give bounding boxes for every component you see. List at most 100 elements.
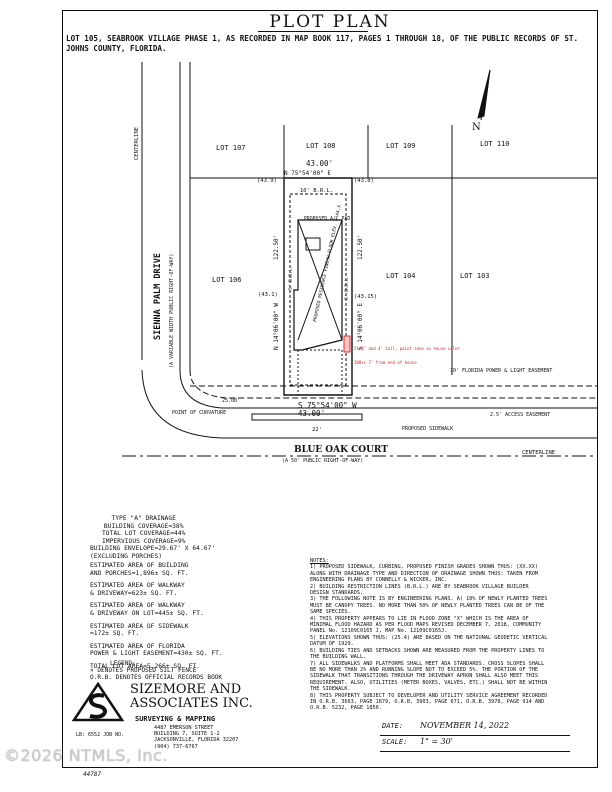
- lot-106: LOT 106: [212, 276, 242, 284]
- legend-item: O.R.B. DENOTES OFFICIAL RECORDS BOOK: [90, 674, 223, 682]
- area-line: & DRIVEWAY=623± SQ. FT.: [90, 589, 178, 597]
- area-line: POWER & LIGHT EASEMENT=430± SQ. FT.: [90, 650, 223, 658]
- building-envelope: BUILDING ENVELOPE=29.67' X 64.67' (EXCLU…: [90, 545, 215, 560]
- elev-ml: (43.1): [258, 292, 278, 298]
- company-block: SIZEMORE AND ASSOCIATES INC. SURVEYING &…: [70, 676, 320, 766]
- lot-108: LOT 108: [306, 142, 336, 150]
- legal-description: LOT 105, SEABROOK VILLAGE PHASE 1, AS RE…: [66, 34, 579, 53]
- area-line: =172± SQ. FT.: [90, 630, 140, 638]
- lot-109: LOT 109: [386, 142, 416, 150]
- date-scale-box: DATE: NOVEMBER 14, 2022 SCALE: 1" = 30': [380, 720, 570, 752]
- company-tagline: SURVEYING & MAPPING: [135, 715, 216, 723]
- envelope-line: (EXCLUDING PORCHES): [90, 552, 163, 560]
- centerline-bottom: CENTERLINE: [522, 450, 555, 456]
- coverage-line: TOTAL LOT COVERAGE=44%: [102, 530, 186, 538]
- company-name-line: ASSOCIATES INC.: [130, 696, 253, 711]
- lot-103: LOT 103: [460, 272, 490, 280]
- area-line: ESTIMATED AREA OF FLORIDA: [90, 642, 185, 650]
- coverage-line: BUILDING COVERAGE=38%: [103, 522, 184, 530]
- page-title: PLOT PLAN: [269, 12, 391, 32]
- scale-value: 1" = 30': [420, 737, 453, 746]
- sheet-border: [62, 10, 598, 768]
- north-arrow-icon: [477, 69, 491, 119]
- coverage-line: IMPERVIOUS COVERAGE=9%: [102, 537, 186, 545]
- license-number: LB: 6552 JOB NO.: [76, 732, 125, 738]
- street-left: SIENNA PALM DRIVE: [153, 253, 163, 340]
- coverage-block: TYPE "A" DRAINAGE BUILDING COVERAGE=38% …: [102, 515, 185, 545]
- street-bottom: BLUE OAK COURT: [294, 445, 388, 455]
- lot-107: LOT 107: [216, 144, 246, 152]
- job-number: 44787: [83, 771, 102, 778]
- elev-tl: (43.9): [257, 178, 277, 184]
- title-underline: [258, 31, 368, 32]
- date-value: NOVEMBER 14, 2022: [420, 721, 510, 730]
- company-address: 4487 EMERSON STREET BUILDING 7, SUITE 1-…: [154, 725, 238, 750]
- note-item: 8) THIS PROPERTY SUBJECT TO DEVELOPER AN…: [310, 692, 548, 712]
- bottom-dim: 43.00': [298, 409, 325, 418]
- legend-item: × DENOTES PROPOSED SILT FENCE: [90, 667, 197, 675]
- note-item: 1) PROPOSED SIDEWALK, CURBING, PROPOSED …: [310, 564, 538, 584]
- north-label: N: [472, 122, 481, 133]
- red-annotation-2: 100sc 7' from end of house: [354, 360, 417, 365]
- red-annotation: 5'x8' and 4' tall, paint sone as house c…: [354, 346, 461, 351]
- note-item: 4) THIS PROPERTY APPEARS TO LIE IN FLOOD…: [310, 615, 542, 635]
- brl-rear: 10' B.R.L.: [300, 188, 333, 194]
- envelope-line: BUILDING ENVELOPE=29.67' X 64.67': [90, 545, 216, 552]
- date-label: DATE:: [382, 722, 404, 730]
- top-dim: 43.00': [306, 159, 333, 168]
- elev-tr: (43.8): [354, 178, 374, 184]
- top-bearing: N 75°54'00" E: [284, 170, 331, 177]
- scale-row: SCALE: 1" = 30': [380, 736, 570, 752]
- lot-104: LOT 104: [386, 272, 416, 280]
- centerline-top: CENTERLINE: [134, 127, 140, 160]
- date-row: DATE: NOVEMBER 14, 2022: [380, 720, 570, 736]
- company-name-line: SIZEMORE AND: [130, 682, 242, 697]
- sidewalk-label: PROPOSED SIDEWALK: [402, 426, 453, 432]
- legend-title: LEGEND:: [110, 660, 136, 667]
- total-lot-area: TOTAL LOT AREA=5,266± SQ. FT.: [90, 662, 200, 670]
- notes-title: NOTES:: [310, 558, 329, 564]
- brl-side-l: 5' B.R.L.: [288, 266, 294, 290]
- address-line: 4487 EMERSON STREET: [154, 725, 214, 731]
- estimated-areas: ESTIMATED AREA OF BUILDING AND PORCHES=1…: [90, 562, 223, 671]
- access-easement: 2.5' ACCESS EASEMENT: [490, 412, 550, 418]
- note-item: 7) ALL SIDEWALKS AND PLATFORMS SHALL MEE…: [310, 660, 548, 693]
- address-line: (904) 737-6767: [154, 743, 198, 750]
- street-bottom-sub: (A 50' PUBLIC RIGHT-OF-WAY): [282, 458, 363, 464]
- dim-22: 22': [312, 427, 322, 433]
- scale-label: SCALE:: [382, 738, 408, 746]
- area-line: AND PORCHES=1,896± SQ. FT.: [90, 569, 189, 577]
- pad-label: PROPOSED A/C PAD: [304, 216, 350, 222]
- left-dim: 122.50': [273, 235, 280, 260]
- dim-2500: 25.00': [222, 398, 240, 404]
- legend: LEGEND: × DENOTES PROPOSED SILT FENCE O.…: [90, 660, 222, 682]
- right-bearing: S 14°06'00" E: [357, 303, 364, 350]
- point-of-curvature: POINT OF CURVATURE: [172, 410, 226, 416]
- mls-watermark: ©2026 NTMLS, Inc.: [4, 746, 168, 765]
- area-line: ESTIMATED AREA OF BUILDING: [90, 562, 189, 569]
- plot-plan-drawing: N CENTERLINE SIENNA PALM DRIVE (A VARIAB…: [122, 62, 598, 464]
- note-item: 5) ELEVATIONS SHOWN THUS: (25.4) ARE BAS…: [310, 634, 548, 648]
- area-line: ESTIMATED AREA OF WALKWAY: [90, 602, 185, 610]
- company-logo-icon: [71, 681, 125, 722]
- left-bearing: N 14°06'00" W: [273, 303, 280, 350]
- lot-110: LOT 110: [480, 140, 510, 148]
- bottom-bearing: S 75°54'00" W: [298, 401, 357, 410]
- coverage-line: TYPE "A" DRAINAGE: [111, 515, 176, 522]
- area-line: & DRIVEWAY ON LOT=445± SQ. FT.: [90, 609, 204, 617]
- note-item: 2) BUILDING RESTRICTION LINES (B.R.L.) A…: [310, 583, 529, 597]
- address-line: JACKSONVILLE, FLORIDA 32207: [154, 737, 239, 744]
- street-left-sub: (A VARIABLE WIDTH PUBLIC RIGHT-OF-WAY): [169, 254, 175, 368]
- fpl-easement: 10' FLORIDA POWER & LIGHT EASEMENT: [450, 368, 552, 374]
- elev-mr: (43.15): [354, 294, 377, 300]
- notes-block: NOTES: 1) PROPOSED SIDEWALK, CURBING, PR…: [310, 558, 550, 712]
- company-name: SIZEMORE AND ASSOCIATES INC.: [130, 683, 253, 711]
- note-item: 6) BUILDING TIES AND SETBACKS SHOWN ARE …: [310, 647, 545, 661]
- brl-side-r: 5' B.R.L.: [344, 276, 350, 300]
- residence-label: PROPOSED RESIDENCE FINISH FLOOR ELEV. = …: [312, 204, 343, 322]
- area-line: ESTIMATED AREA OF SIDEWALK: [90, 622, 189, 630]
- area-line: ESTIMATED AREA OF WALKWAY: [90, 582, 185, 590]
- right-dim: 122.50': [357, 235, 364, 260]
- note-item: 3) THE FOLLOWING NOTE IS BY ENGINEERING …: [310, 596, 548, 616]
- address-line: BUILDING 7, SUITE 1-2: [154, 731, 220, 738]
